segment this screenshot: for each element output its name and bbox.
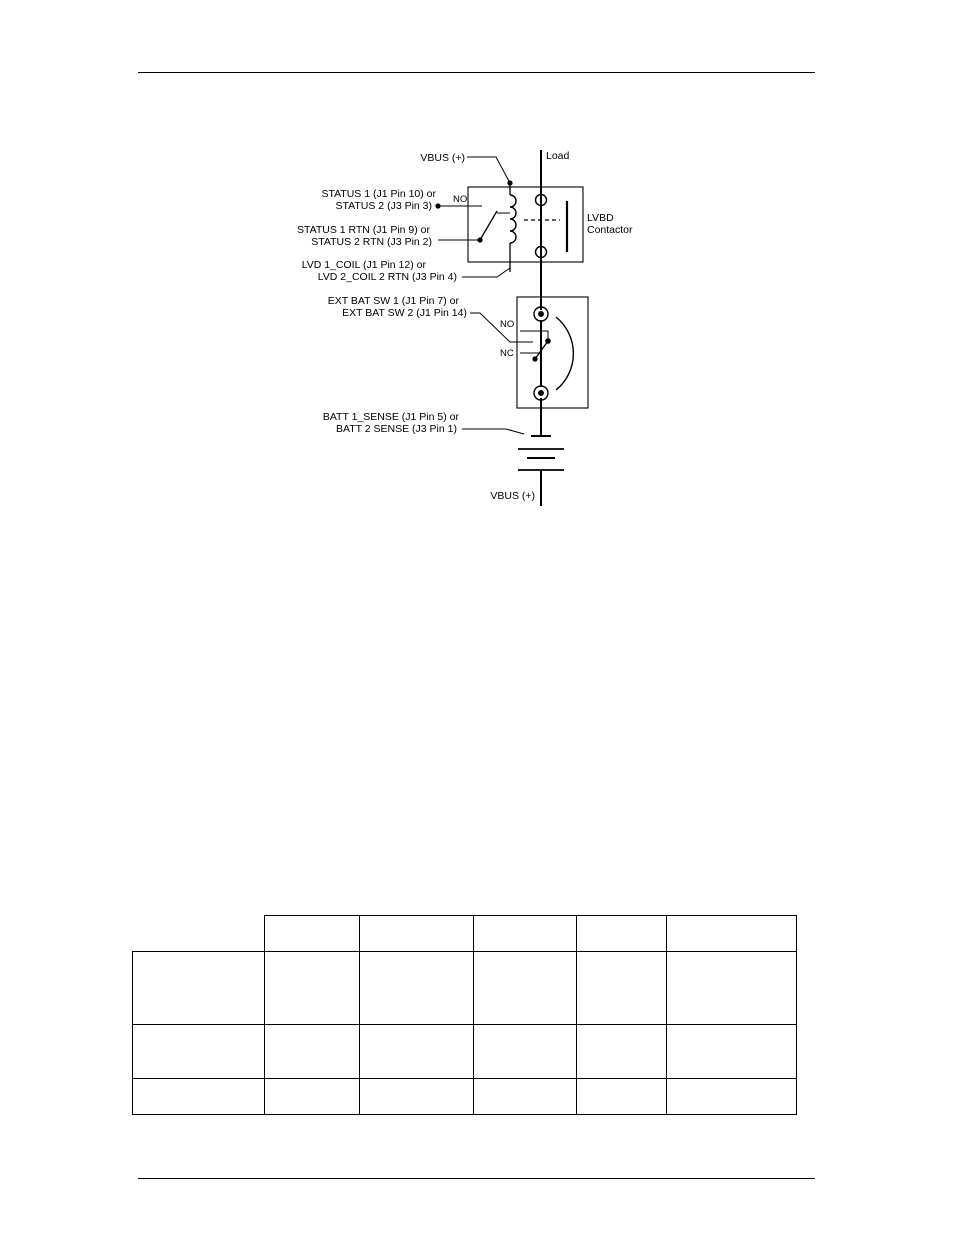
- vbus-leader: [467, 156, 511, 184]
- table-row: [132, 951, 797, 1025]
- table-row: [133, 915, 797, 952]
- switch-terminal-bottom: [533, 385, 549, 401]
- junction-dot-switch-nc: [532, 356, 538, 362]
- switch-terminal-top-inner: [538, 311, 544, 317]
- ext-bat-label-line1: EXT BAT SW 1 (J1 Pin 7) or: [328, 295, 460, 307]
- switch-nc-label: NC: [500, 348, 514, 359]
- table-cell: [264, 915, 360, 952]
- battery-switch-box: [516, 296, 589, 409]
- table-cell: [473, 951, 577, 1025]
- lvd-coil-label-line1: LVD 1_COIL (J1 Pin 12) or: [302, 259, 427, 271]
- lvbd-contactor-diagram: VBUS (+) Load STATUS 1 (J1 Pin 10) or ST…: [297, 150, 633, 506]
- table-cell: [133, 916, 265, 952]
- status-rtn-label-line2: STATUS 2 RTN (J3 Pin 2): [311, 236, 432, 248]
- table-cell: [359, 915, 474, 952]
- table-cell: [473, 1024, 577, 1079]
- aux-switch-blade: [534, 340, 549, 360]
- table-cell: [666, 915, 797, 952]
- status-label-line1: STATUS 1 (J1 Pin 10) or: [321, 188, 436, 200]
- lvbd-label-line2: Contactor: [587, 224, 633, 236]
- table-cell: [264, 1024, 360, 1079]
- table-cell: [132, 1024, 265, 1079]
- switch-no-label: NO: [500, 319, 514, 330]
- lvbd-label-line1: LVBD: [587, 212, 614, 224]
- contactor-terminal-top: [534, 193, 548, 207]
- table-row: [132, 1024, 797, 1079]
- switch-arc: [555, 316, 575, 391]
- aux-no-contact: [520, 330, 549, 341]
- ext-bat-leader: [470, 312, 533, 343]
- table-cell: [576, 1024, 667, 1079]
- vbus-top-label: VBUS (+): [420, 152, 465, 164]
- footer-rule: [138, 1178, 815, 1179]
- table-cell: [132, 1078, 265, 1115]
- table-cell: [473, 915, 577, 952]
- table-cell: [359, 1078, 474, 1115]
- junction-dot-vbus: [507, 180, 513, 186]
- contactor-terminal-bottom: [534, 245, 548, 259]
- empty-table: [132, 915, 797, 1115]
- table-cell: [264, 1078, 360, 1115]
- table-cell: [132, 951, 265, 1025]
- status-switch-blade: [479, 210, 498, 241]
- lvd-coil-label-line2: LVD 2_COIL 2 RTN (J3 Pin 4): [318, 271, 457, 283]
- table-cell: [666, 1078, 797, 1115]
- vbus-bottom-label: VBUS (+): [490, 490, 535, 502]
- relay-box: [467, 186, 584, 263]
- table-row: [132, 1078, 797, 1115]
- ext-bat-label-line2: EXT BAT SW 2 (J1 Pin 14): [342, 307, 467, 319]
- switch-terminal-bottom-inner: [538, 390, 544, 396]
- table-cell: [473, 1078, 577, 1115]
- relay-no-label: NO: [453, 194, 467, 205]
- batt-sense-label-line2: BATT 2 SENSE (J3 Pin 1): [336, 423, 457, 435]
- status-label-line2: STATUS 2 (J3 Pin 3): [336, 200, 432, 212]
- aux-nc-contact: [520, 352, 542, 370]
- table-cell: [666, 1024, 797, 1079]
- table-cell: [359, 951, 474, 1025]
- switch-terminal-top: [533, 306, 549, 322]
- table-cell: [359, 1024, 474, 1079]
- status-rtn-label-line1: STATUS 1 RTN (J1 Pin 9) or: [297, 224, 431, 236]
- header-rule: [138, 72, 815, 73]
- load-label: Load: [546, 150, 570, 162]
- table-cell: [576, 951, 667, 1025]
- table-cell: [576, 915, 667, 952]
- batt-sense-label-line1: BATT 1_SENSE (J1 Pin 5) or: [323, 411, 460, 423]
- junction-dot-status-no: [435, 203, 441, 209]
- batt-sense-leader: [462, 428, 525, 435]
- table-cell: [576, 1078, 667, 1115]
- lvd-coil-leader: [462, 267, 511, 278]
- coil: [509, 194, 517, 244]
- table-cell: [264, 951, 360, 1025]
- junction-dot-switch-no: [545, 338, 551, 344]
- table-cell: [666, 951, 797, 1025]
- junction-dot-status-rtn: [477, 237, 483, 243]
